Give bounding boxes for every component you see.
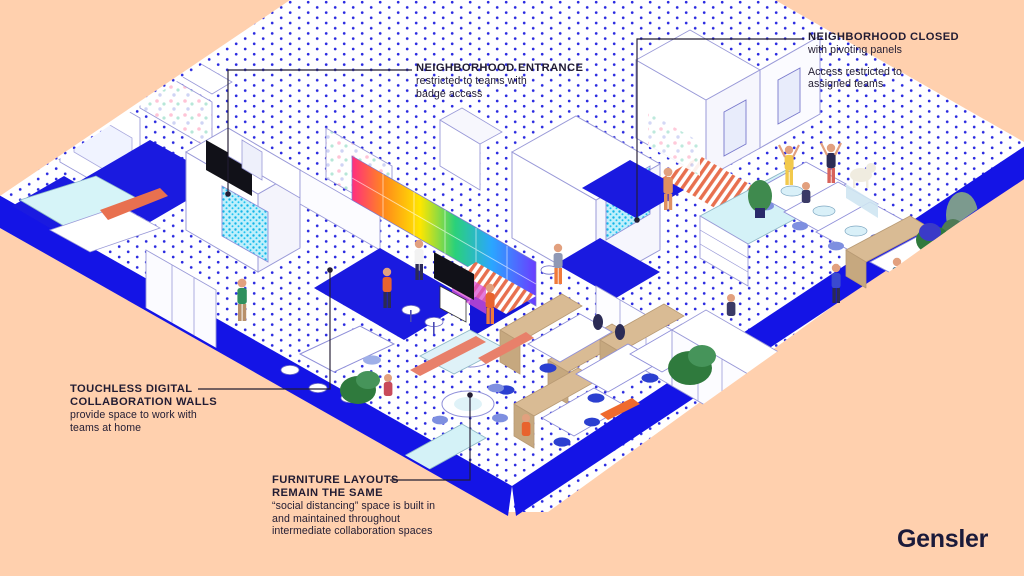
person-figure — [237, 278, 247, 321]
blue-zone-floor — [556, 238, 660, 298]
leader-line-entrance — [227, 69, 412, 193]
annotation-line: provide space to work with — [70, 409, 197, 422]
person-figure — [778, 144, 800, 185]
annotation-line: badge access — [416, 87, 483, 100]
annotation-title: REMAIN THE SAME — [272, 487, 383, 500]
stool — [308, 382, 328, 393]
person-figure — [801, 182, 811, 203]
leader-endpoint-furniture — [467, 392, 473, 398]
annotation-line: assigned teams — [808, 78, 884, 91]
task-chair — [488, 383, 504, 393]
task-chair — [587, 393, 605, 403]
gensler-logo: Gensler — [897, 525, 989, 553]
annotation-title: NEIGHBORHOOD CLOSED — [808, 31, 960, 43]
stool-leg — [433, 322, 435, 334]
task-chair — [553, 437, 571, 447]
person-figure — [382, 267, 392, 308]
display-screen — [434, 252, 474, 300]
annotation-furniture-layouts-remain-the-same: FURNITURE LAYOUTS REMAIN THE SAME “socia… — [272, 474, 435, 538]
annotation-line: intermediate collaboration spaces — [272, 525, 433, 538]
leader-endpoint-entrance — [225, 191, 231, 197]
cyan-glass-panel — [221, 185, 269, 263]
plant-pot — [755, 208, 765, 218]
standing-table — [298, 325, 396, 373]
door-glass — [777, 67, 801, 125]
plant-foliage — [919, 223, 941, 241]
artwork-wall — [648, 112, 700, 176]
small-figure — [615, 324, 625, 340]
lounge-bench — [100, 188, 168, 220]
dog-figure — [850, 163, 876, 188]
desk-privacy-screen — [846, 184, 878, 218]
person-figure — [553, 243, 563, 284]
person-figure — [831, 263, 841, 303]
task-chair — [641, 373, 659, 383]
task-chair — [539, 363, 557, 373]
leader-line-furniture — [390, 396, 471, 481]
annotation-line: restricted to teams with — [416, 75, 527, 88]
plant-foliage — [356, 371, 380, 389]
annotation-touchless-digital-collaboration-walls: TOUCHLESS DIGITAL COLLABORATION WALLS pr… — [70, 383, 217, 434]
plant-foliage — [688, 345, 716, 367]
artwork-panel — [439, 285, 467, 323]
task-chair — [792, 221, 808, 231]
partition-panel — [845, 249, 867, 289]
desk-monitor — [812, 205, 836, 217]
leader-line-closed — [636, 38, 804, 219]
lounge-chair-orange — [600, 398, 640, 420]
annotation-line: “social distancing” space is built in — [272, 500, 436, 513]
stool — [363, 355, 381, 365]
stool — [280, 364, 300, 375]
lounge-bench — [478, 332, 534, 364]
annotation-title: FURNITURE LAYOUTS — [272, 474, 399, 486]
leader-line-walls — [198, 271, 331, 390]
annotation-line: with pivoting panels — [808, 44, 903, 57]
annotation-title: NEIGHBORHOOD ENTRANCE — [416, 62, 584, 74]
annotation-line: teams at home — [70, 421, 142, 434]
blue-zone-floor — [582, 160, 684, 218]
task-chair — [492, 413, 508, 423]
leader-endpoint-walls — [327, 267, 333, 273]
desk-monitor — [844, 225, 868, 237]
annotation-title: COLLABORATION WALLS — [70, 396, 218, 409]
small-figure — [593, 314, 603, 330]
task-chair — [828, 241, 844, 251]
phone-booth-top — [439, 107, 503, 145]
desk-surface — [49, 205, 161, 253]
door-opening — [241, 139, 263, 181]
annotation-line: Access restricted to — [808, 65, 903, 78]
annotation-neighborhood-entrance: NEIGHBORHOOD ENTRANCE restricted to team… — [416, 62, 583, 100]
task-chair — [432, 415, 448, 425]
desk-surface — [527, 313, 613, 363]
annotation-neighborhood-closed: NEIGHBORHOOD CLOSED with pivoting panels… — [808, 31, 959, 91]
stool-leg — [410, 310, 412, 322]
display-screen — [206, 140, 252, 196]
lounge-bench — [410, 336, 486, 376]
door-glass — [723, 99, 747, 157]
person-figure — [383, 374, 393, 396]
annotation-title: TOUCHLESS DIGITAL — [70, 383, 193, 395]
person-figure — [663, 167, 673, 210]
leader-endpoint-closed — [634, 217, 640, 223]
annotation-line: and maintained throughout — [272, 512, 401, 525]
meeting-table-inset — [454, 397, 482, 411]
person-figure — [820, 142, 842, 183]
collab-room-blue-floor — [314, 248, 470, 340]
person-figure — [485, 283, 495, 324]
task-chair — [584, 417, 600, 427]
person-figure — [414, 239, 424, 280]
plant-foliage — [748, 180, 772, 212]
person-figure — [521, 414, 531, 436]
person-figure — [726, 294, 736, 316]
floor-edge-left — [0, 195, 512, 516]
